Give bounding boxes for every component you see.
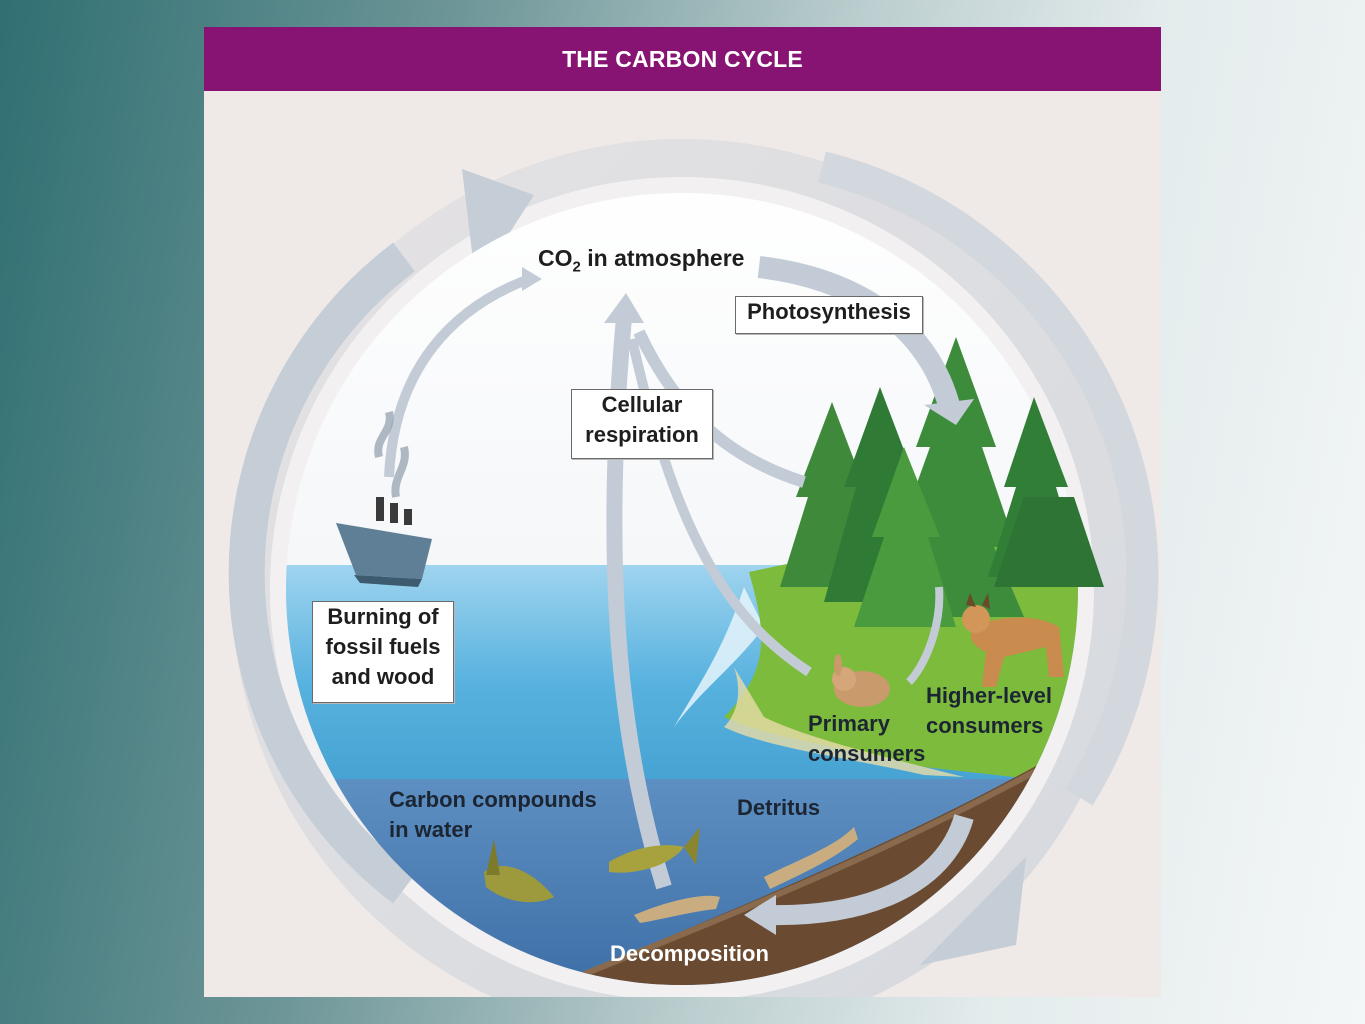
right-cycle-arrow	[818, 151, 1159, 806]
co2-atmosphere-label: CO2 in atmosphere	[538, 245, 745, 276]
burning-arrow	[384, 274, 531, 478]
carbon-compounds-in-water-label: Carbon compounds in water	[389, 787, 597, 842]
photosynthesis-label: Photosynthesis	[735, 296, 923, 334]
lynx-icon	[962, 593, 1064, 687]
burning-fossil-fuels-label: Burning of fossil fuels and wood	[312, 601, 454, 703]
carbon-cycle-slide: THE CARBON CYCLE	[204, 27, 1161, 997]
primary-consumers-label: Primary consumers	[808, 711, 926, 766]
higher-level-consumers-label: Higher-level consumers	[926, 683, 1052, 738]
detritus-label: Detritus	[737, 795, 821, 820]
food-chain-arrow	[906, 586, 944, 685]
rabbit-icon	[832, 654, 890, 707]
page-title: THE CARBON CYCLE	[204, 27, 1161, 91]
carbon-cycle-illustration	[228, 139, 1159, 997]
forest	[780, 337, 1104, 627]
left-cycle-arrow	[228, 242, 415, 904]
decomposition-label: Decomposition	[610, 941, 769, 966]
fish-icon	[484, 827, 700, 903]
decomposition-arrow	[768, 813, 974, 926]
right-cycle-arrowhead	[920, 857, 1026, 965]
detritus-icon	[634, 827, 858, 923]
cellular-respiration-label: Cellular respiration	[571, 389, 713, 459]
ship-icon	[336, 411, 432, 587]
